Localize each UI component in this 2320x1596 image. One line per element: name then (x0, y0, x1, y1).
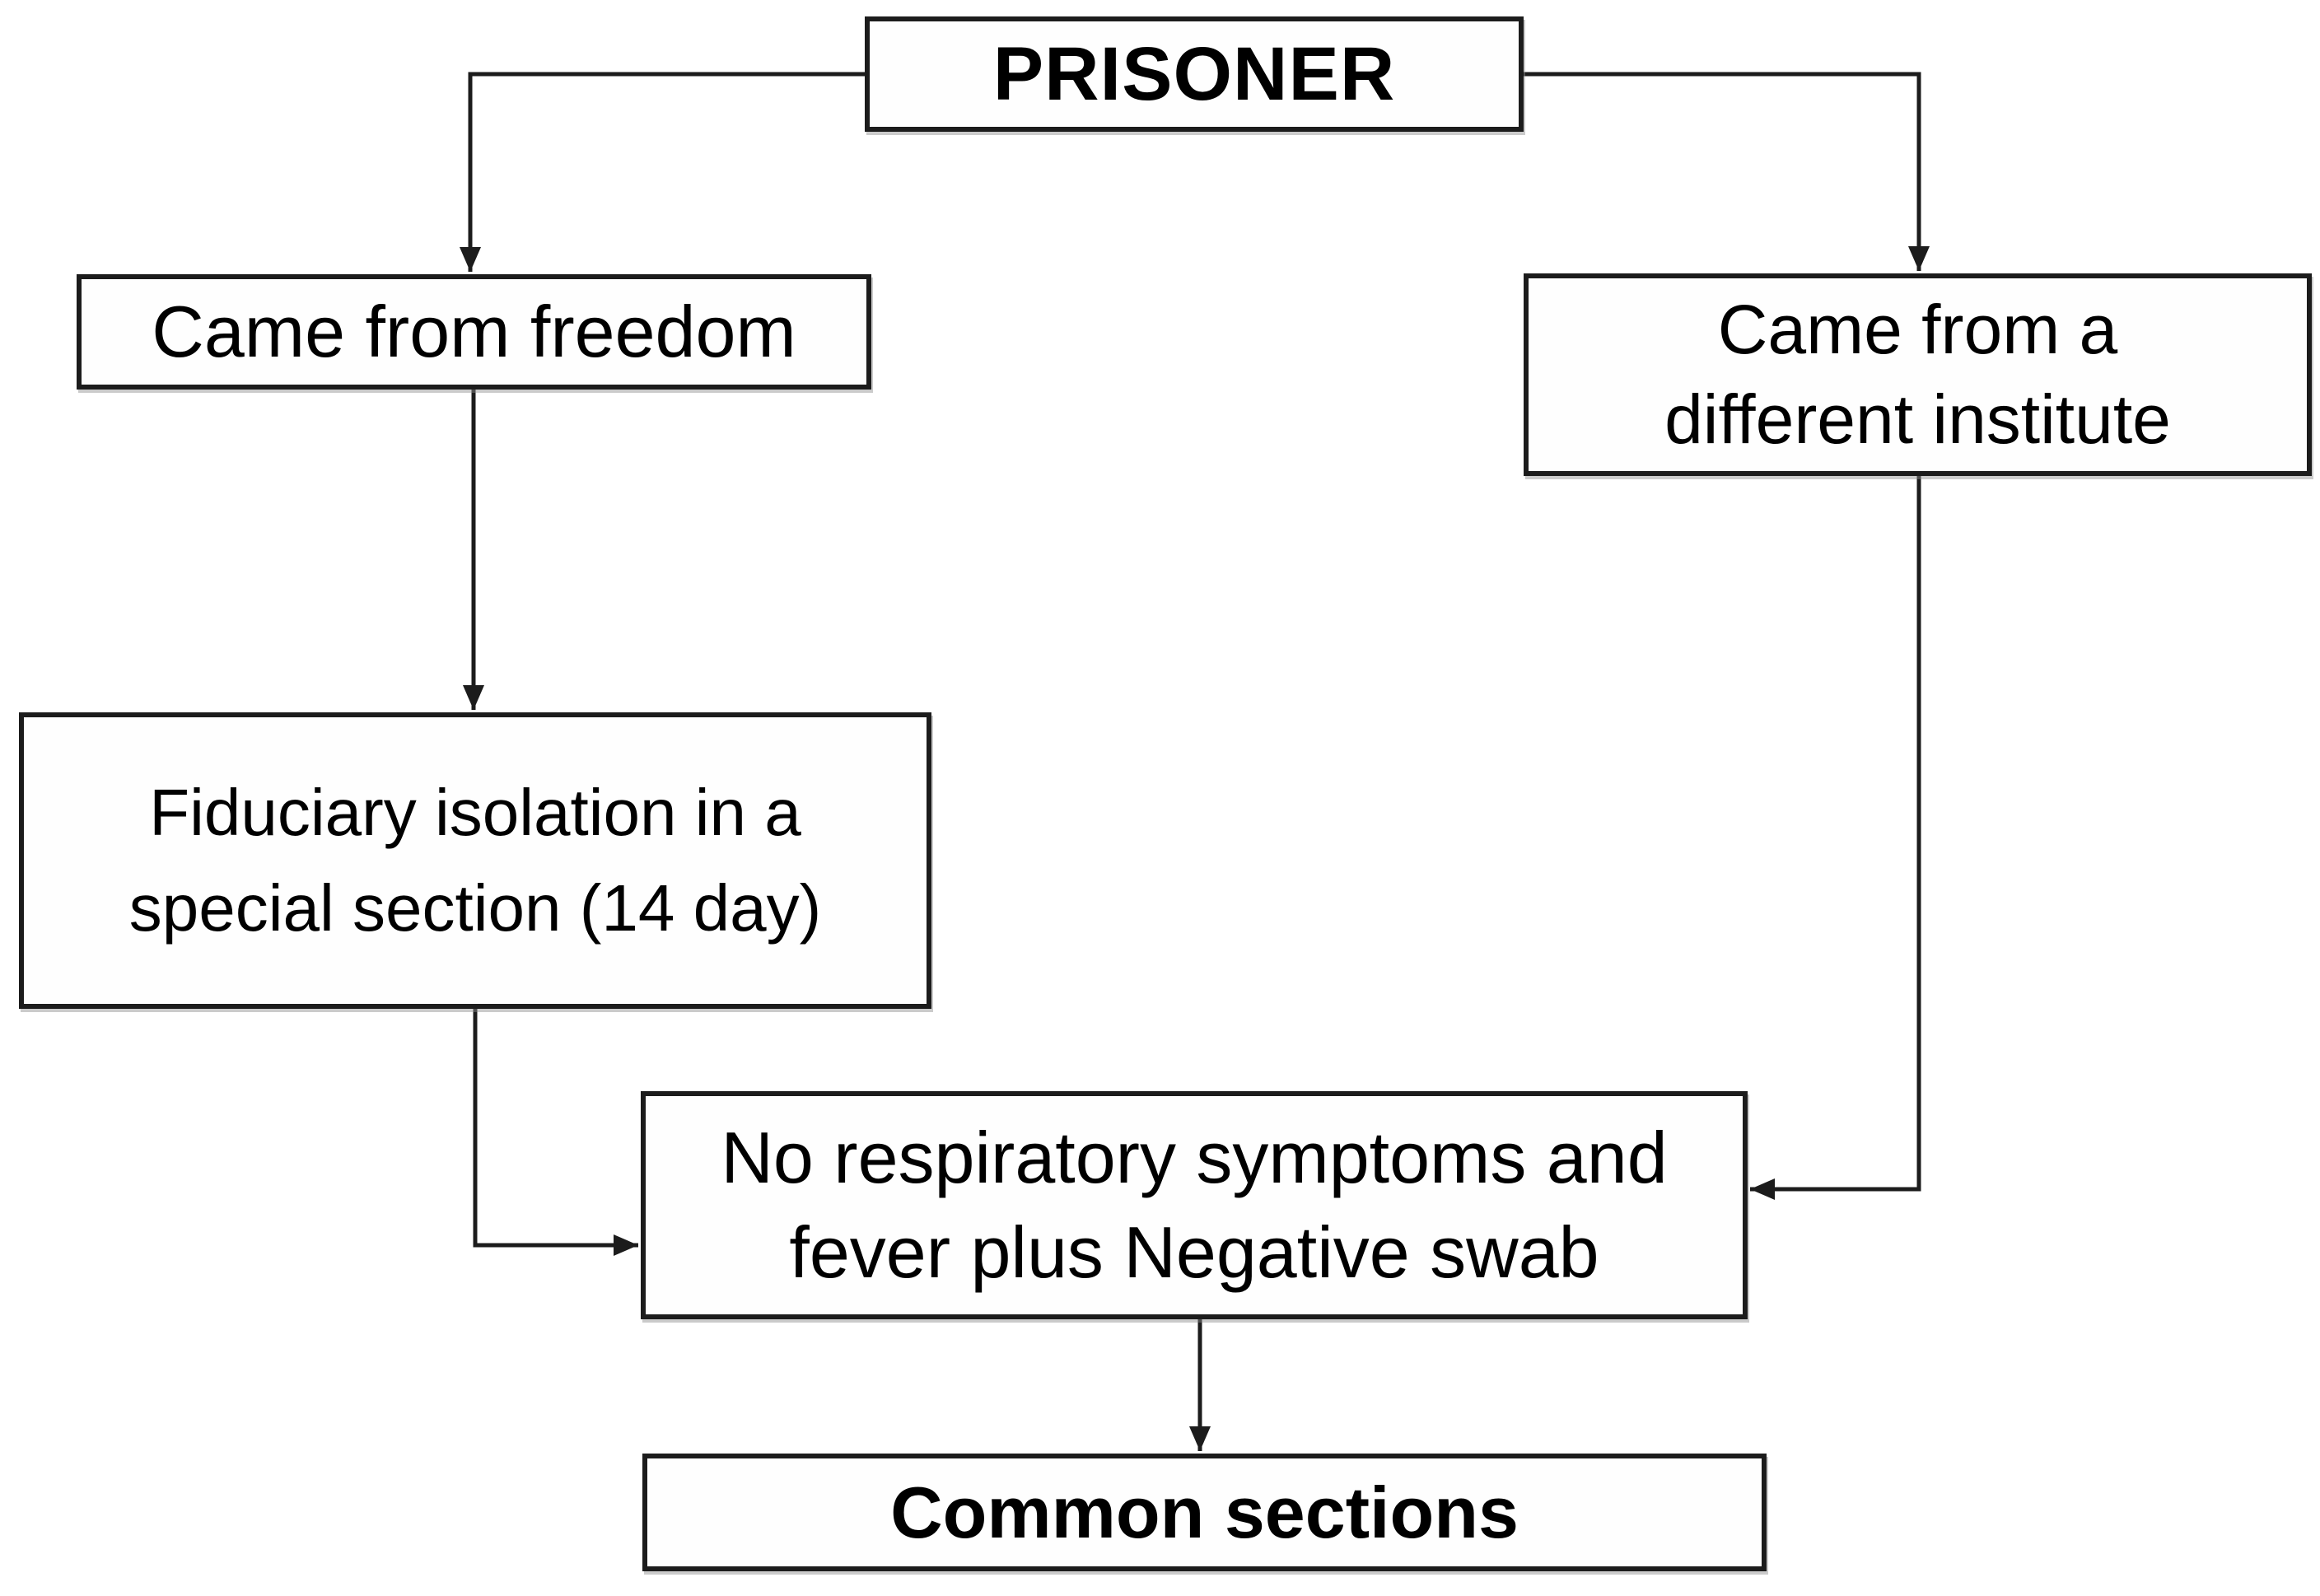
connector-isolation-to-swab (473, 1009, 638, 1256)
node-prisoner-label: PRISONER (992, 31, 1396, 116)
node-swab-label-line1: No respiratory symptoms and (721, 1117, 1668, 1199)
node-isolation-label-line1: Fiduciary isolation in a (149, 776, 801, 849)
node-fiduciary-isolation: Fiduciary isolation in a special section… (19, 712, 931, 1009)
node-prisoner: PRISONER (865, 16, 1524, 132)
connector-institute-to-swab (1750, 476, 1921, 1200)
node-institute-label-line1: Came from a (1717, 290, 2118, 368)
node-came-from-freedom: Came from freedom (77, 274, 871, 390)
node-no-symptoms-negative-swab: No respiratory symptoms and fever plus N… (641, 1091, 1748, 1319)
node-institute-label-line2: different institute (1664, 380, 2171, 458)
node-came-from-freedom-label: Came from freedom (152, 291, 796, 372)
connector-prisoner-to-institute (1524, 72, 1930, 271)
node-isolation-label-line2: special section (14 day) (128, 871, 822, 945)
node-common-sections-label: Common sections (890, 1471, 1519, 1553)
connector-prisoner-to-freedom (460, 72, 865, 272)
node-came-from-different-institute: Came from a different institute (1524, 273, 2312, 476)
node-common-sections: Common sections (642, 1454, 1767, 1571)
node-swab-label-line2: fever plus Negative swab (789, 1211, 1599, 1293)
